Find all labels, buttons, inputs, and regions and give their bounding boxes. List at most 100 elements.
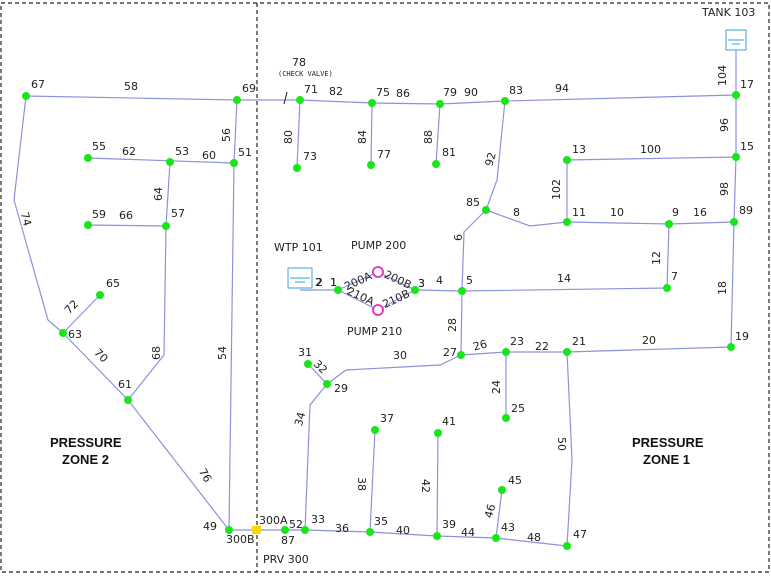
- pipe-label: 18: [716, 281, 729, 295]
- junction-node: [293, 164, 301, 172]
- node-label: 71: [304, 83, 318, 96]
- junction-node: [371, 426, 379, 434]
- node-label: 73: [303, 150, 317, 163]
- junction-node: [84, 221, 92, 229]
- junction-node: [457, 351, 465, 359]
- junction-node: [323, 380, 331, 388]
- junction-node: [732, 91, 740, 99]
- junction-node: [501, 97, 509, 105]
- tank-label: TANK 103: [701, 6, 755, 19]
- junction-node: [368, 99, 376, 107]
- node-label: 85: [466, 196, 480, 209]
- node-label: 89: [739, 204, 753, 217]
- node-label: 67: [31, 78, 45, 91]
- zone2-title-line2: ZONE 2: [62, 452, 109, 467]
- node-label: 87: [281, 534, 295, 547]
- pipe-label: 6: [452, 234, 465, 241]
- node-label: 31: [298, 346, 312, 359]
- pump-210-icon: [372, 304, 384, 316]
- pipe-label: 4: [436, 274, 443, 287]
- node-label: 61: [118, 378, 132, 391]
- pipe-label: 84: [356, 130, 369, 144]
- node-label: 52: [289, 518, 303, 531]
- pipe-label: 74: [18, 211, 34, 228]
- junction-node: [563, 542, 571, 550]
- node-label: 79: [443, 86, 457, 99]
- junction-node: [84, 154, 92, 162]
- junction-node: [502, 348, 510, 356]
- pipe-label: 102: [550, 179, 563, 200]
- node-label: 33: [311, 513, 325, 526]
- prv-label: PRV 300: [263, 553, 309, 566]
- node-label: 55: [92, 140, 106, 153]
- pipe-label: 36: [335, 522, 349, 535]
- pipe-label: 2: [316, 276, 323, 289]
- junction-node: [296, 96, 304, 104]
- node-label: 5: [466, 274, 473, 287]
- junction-node: [166, 158, 174, 166]
- node-label: 35: [374, 515, 388, 528]
- junction-node: [367, 161, 375, 169]
- pipe-label: 10: [610, 206, 624, 219]
- pipe-label: 34: [292, 411, 308, 428]
- pipe-label: 68: [150, 346, 163, 360]
- junction-node: [492, 534, 500, 542]
- pipe-label: 14: [557, 272, 571, 285]
- junction-node: [727, 343, 735, 351]
- node-label: 53: [175, 145, 189, 158]
- junction-node: [432, 160, 440, 168]
- junction-node: [665, 220, 673, 228]
- node-label: 2: [315, 276, 322, 289]
- node-label: 59: [92, 208, 106, 221]
- node-label: 63: [68, 328, 82, 341]
- pipe-label: 300B: [226, 533, 255, 546]
- node-label: 39: [442, 518, 456, 531]
- pipe-label: 210B: [380, 287, 411, 311]
- pipe-label: 58: [124, 80, 138, 93]
- node-label: 41: [442, 415, 456, 428]
- pipe-label: 16: [693, 206, 707, 219]
- node-label: 21: [572, 335, 586, 348]
- pipe-label: 100: [640, 143, 661, 156]
- junction-node: [436, 100, 444, 108]
- pipe-label: 26: [472, 337, 489, 353]
- node-label: 3: [418, 277, 425, 290]
- pipe-label: 22: [535, 340, 549, 353]
- node-label: 75: [376, 86, 390, 99]
- node-label: 43: [501, 521, 515, 534]
- junction-node: [498, 486, 506, 494]
- pipe-label: 28: [446, 318, 459, 332]
- pipe-label: 86: [396, 87, 410, 100]
- pipe-label: 76: [196, 466, 214, 485]
- node-labels: 67 69 71 75 79 83 17 55 53 51 73 77 81 1…: [31, 78, 754, 547]
- node-label: 81: [442, 146, 456, 159]
- pipe-label: 66: [119, 209, 133, 222]
- pipe-label: 8: [513, 206, 520, 219]
- pump-210-label: PUMP 210: [347, 325, 402, 338]
- check-valve-id: 78: [292, 56, 306, 69]
- pipe-label: 24: [490, 380, 503, 394]
- node-label: 49: [203, 520, 217, 533]
- pipe-label: 94: [555, 82, 569, 95]
- junction-node: [59, 329, 67, 337]
- node-label: 77: [377, 148, 391, 161]
- node-label: 13: [572, 143, 586, 156]
- pipe-label: 42: [419, 479, 432, 493]
- prv-300-icon: [252, 526, 261, 534]
- pipe-label: 82: [329, 85, 343, 98]
- node-label: 1: [330, 276, 337, 289]
- check-valve-icon: [283, 91, 288, 105]
- junction-node: [730, 218, 738, 226]
- junction-node: [563, 218, 571, 226]
- junction-node: [563, 348, 571, 356]
- junction-node: [124, 396, 132, 404]
- node-label: 83: [509, 84, 523, 97]
- junction-node: [22, 92, 30, 100]
- zone2-title-line1: PRESSURE: [50, 435, 122, 450]
- node-label: 65: [106, 277, 120, 290]
- node-label: 11: [572, 206, 586, 219]
- junction-node: [482, 206, 490, 214]
- pipe-label: 80: [282, 130, 295, 144]
